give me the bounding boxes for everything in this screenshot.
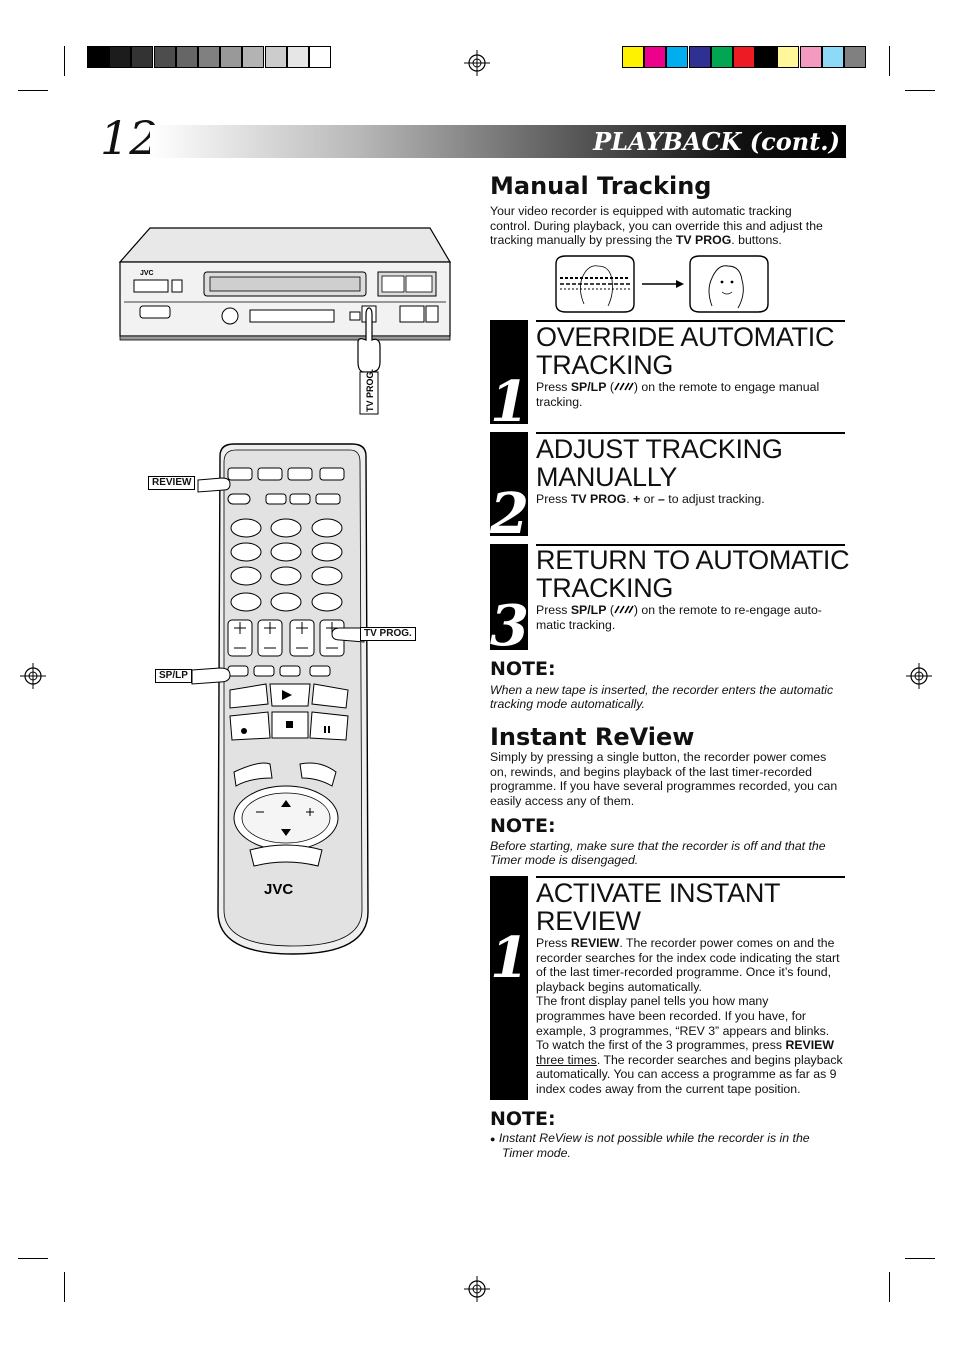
- section-title: PLAYBACK (cont.): [593, 127, 840, 156]
- note-text: Before starting, make sure that the reco…: [490, 839, 826, 868]
- color-swatch: [777, 46, 800, 68]
- color-swatch: [131, 46, 154, 68]
- vcr-tvprog-callout: TV PROG.: [365, 369, 375, 412]
- color-swatch: [688, 46, 711, 68]
- color-swatch: [844, 46, 866, 68]
- step-title: OVERRIDE AUTOMATIC TRACKING: [536, 322, 835, 380]
- note-text: ● Instant ReView is not possible while t…: [490, 1131, 810, 1161]
- instant-review-intro: Simply by pressing a single button, the …: [490, 750, 838, 808]
- step-title: RETURN TO AUTOMATIC TRACKING: [536, 545, 850, 603]
- color-swatch: [242, 46, 265, 68]
- step-number-badge: 3: [490, 544, 529, 656]
- color-swatch: [198, 46, 220, 68]
- callout-sp-lp: SP/LP: [155, 669, 192, 683]
- vcr-brand: JVC: [140, 270, 154, 277]
- step-instructions: Press TV PROG. + or – to adjust tracking…: [536, 492, 765, 506]
- color-swatch: [220, 46, 243, 68]
- step-number-badge: 2: [490, 432, 529, 544]
- callout-tv-prog: TV PROG.: [360, 627, 416, 641]
- tracking-screens-illustration: [555, 255, 769, 313]
- step-title: ACTIVATE INSTANT REVIEW: [536, 878, 781, 936]
- registration-mark-icon: [464, 50, 490, 76]
- registration-mark-icon: [464, 1276, 490, 1302]
- note-heading: NOTE:: [490, 1108, 556, 1130]
- note-heading: NOTE:: [490, 658, 556, 680]
- color-swatch: [622, 46, 644, 68]
- step-instructions: Press REVIEW. The recorder power comes o…: [536, 936, 843, 1096]
- note-text: When a new tape is inserted, the recorde…: [490, 683, 834, 712]
- registration-mark-icon: [906, 663, 932, 689]
- sp-lp-icon: [614, 605, 634, 614]
- sp-lp-icon: [614, 382, 634, 391]
- color-swatch: [755, 46, 778, 68]
- vcr-illustration: JVC TV PROG.: [118, 227, 452, 415]
- color-swatch: [309, 46, 331, 68]
- color-swatch: [286, 46, 309, 68]
- color-swatch: [153, 46, 176, 68]
- step-rule: [536, 876, 845, 878]
- step-rule: [536, 432, 845, 434]
- manual-tracking-intro: Your video recorder is equipped with aut…: [490, 204, 823, 248]
- manual-tracking-heading: Manual Tracking: [490, 172, 712, 200]
- header-bar: PLAYBACK (cont.): [150, 125, 846, 158]
- remote-brand: JVC: [264, 881, 293, 898]
- hand-pointer-icon: [197, 477, 231, 493]
- step-rule: [536, 544, 845, 546]
- remote-control-illustration: JVC: [217, 443, 369, 955]
- step-number-badge: 1: [490, 876, 529, 1100]
- color-swatch: [821, 46, 844, 68]
- color-swatch: [799, 46, 822, 68]
- hand-pointer-icon: [331, 627, 365, 643]
- color-swatch: [733, 46, 755, 68]
- color-swatch: [666, 46, 689, 68]
- step-instructions: Press SP/LP () on the remote to re-engag…: [536, 603, 822, 632]
- color-swatch: [644, 46, 667, 68]
- registration-mark-icon: [20, 663, 46, 689]
- callout-review: REVIEW: [148, 476, 196, 490]
- step-rule: [536, 320, 845, 322]
- bullet-icon: ●: [490, 1134, 496, 1144]
- hand-pointer-icon: [191, 667, 231, 685]
- color-swatch: [109, 46, 132, 68]
- color-swatch: [710, 46, 733, 68]
- color-swatch: [87, 46, 109, 68]
- color-swatch: [175, 46, 198, 68]
- page-number: 12: [100, 111, 159, 165]
- color-swatch: [264, 46, 287, 68]
- step-instructions: Press SP/LP () on the remote to engage m…: [536, 380, 820, 409]
- instant-review-heading: Instant ReView: [490, 723, 695, 751]
- step-title: ADJUST TRACKING MANUALLY: [536, 434, 783, 492]
- note-heading: NOTE:: [490, 815, 556, 837]
- step-number-badge: 1: [490, 320, 529, 432]
